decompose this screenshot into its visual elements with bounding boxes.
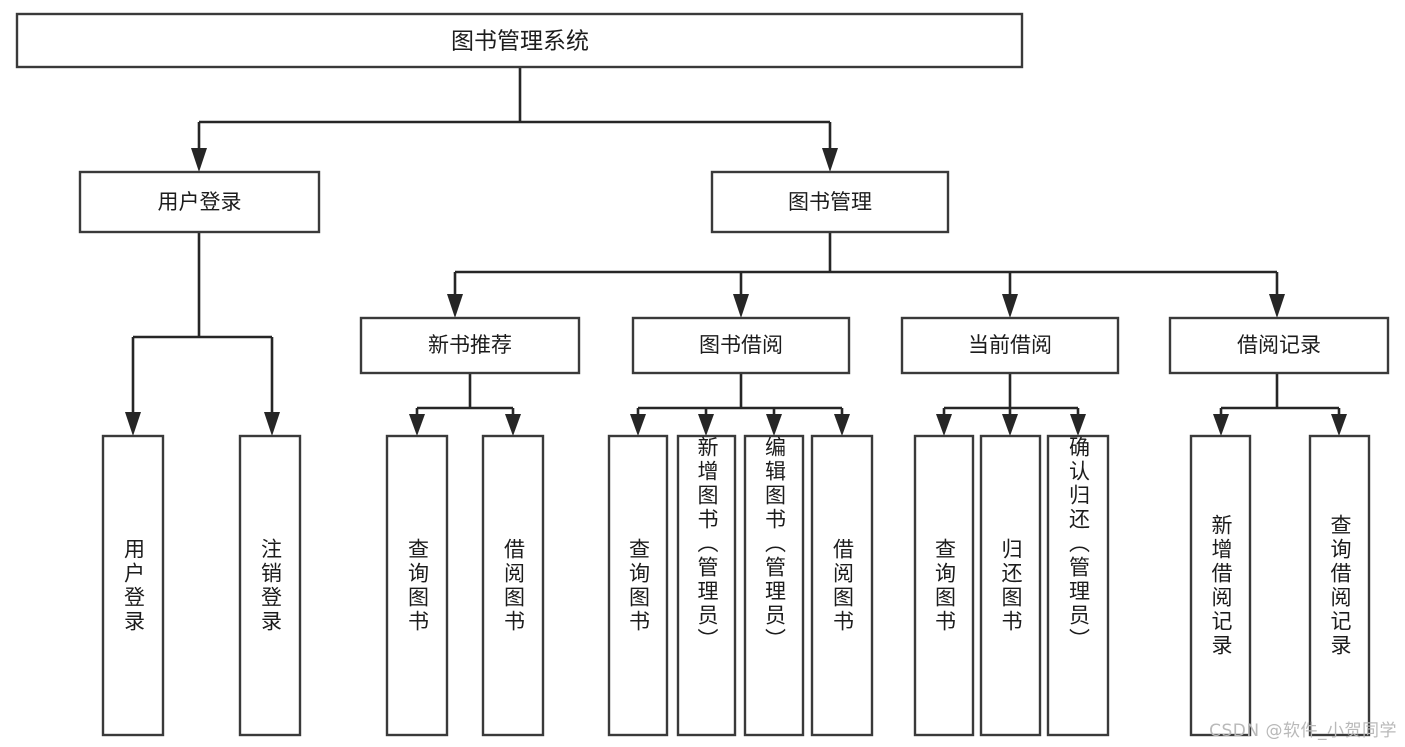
node-root[interactable]: 图书管理系统 (15, 12, 1024, 69)
leaf-box-br-add-record[interactable] (1189, 434, 1252, 737)
node-root-box[interactable] (15, 12, 1024, 69)
node-current-borrow[interactable]: 当前借阅 (900, 316, 1120, 375)
leaf-box-nbr-query-book[interactable] (385, 434, 449, 737)
edge-group-user-login (125, 232, 280, 436)
leaf-box-logout[interactable] (238, 434, 302, 737)
edge-group-new-book-rec (409, 373, 521, 436)
arrow-head-leaf-user-login (125, 412, 141, 436)
leaf-box-cb-query-book[interactable] (913, 434, 975, 737)
leaf-box-br-query-record[interactable] (1308, 434, 1371, 737)
node-book-management[interactable]: 图书管理 (710, 170, 950, 234)
leaf-box-cb-return-book[interactable] (979, 434, 1042, 737)
node-borrow-record[interactable]: 借阅记录 (1168, 316, 1390, 375)
arrow-head-book-borrow (733, 294, 749, 318)
leaf-box-cb-confirm-return[interactable] (1046, 434, 1110, 737)
leaf-box-nbr-borrow-book[interactable] (481, 434, 545, 737)
arrow-head-current-borrow (1002, 294, 1018, 318)
edge-group-current-borrow (936, 373, 1086, 436)
arrow-head-nbr-borrow-book (505, 414, 521, 436)
arrow-head-cb-confirm-return (1070, 414, 1086, 436)
watermark-text: CSDN @软件_小贺同学 (1209, 721, 1397, 741)
node-book-management-label: 图书管理 (788, 190, 872, 214)
leaf-box-bb-add-book[interactable] (676, 434, 737, 737)
arrow-head-br-query-record (1331, 414, 1347, 436)
arrow-head-br-add-record (1213, 414, 1229, 436)
node-borrow-record-label: 借阅记录 (1237, 333, 1321, 357)
leaf-box-bb-edit-book[interactable] (743, 434, 805, 737)
node-book-borrow-label: 图书借阅 (699, 333, 783, 357)
node-current-borrow-label: 当前借阅 (968, 333, 1052, 357)
leaf-box-bb-query-book[interactable] (607, 434, 669, 737)
node-new-book-recommend[interactable]: 新书推荐 (359, 316, 581, 375)
node-book-management-box[interactable] (710, 170, 950, 234)
edge-group-root (191, 67, 838, 172)
node-current-borrow-box[interactable] (900, 316, 1120, 375)
arrow-head-book-mgmt (822, 148, 838, 172)
edge-group-book-mgmt (447, 232, 1285, 318)
arrow-head-leaf-logout (264, 412, 280, 436)
arrow-head-cb-query-book (936, 414, 952, 436)
node-user-login-box[interactable] (78, 170, 321, 234)
leaf-box-user-login[interactable] (101, 434, 165, 737)
arrow-head-borrow-record (1269, 294, 1285, 318)
arrow-head-nbr-query-book (409, 414, 425, 436)
arrow-head-user-login (191, 148, 207, 172)
arrow-head-cb-return-book (1002, 414, 1018, 436)
arrow-head-bb-query-book (630, 414, 646, 436)
node-new-book-recommend-box[interactable] (359, 316, 581, 375)
leaf-box-bb-borrow-book[interactable] (810, 434, 874, 737)
edge-group-borrow-record (1213, 373, 1347, 436)
arrow-head-bb-add-book (698, 414, 714, 436)
node-user-login-label: 用户登录 (158, 190, 242, 214)
node-root-label: 图书管理系统 (451, 29, 589, 55)
node-new-book-recommend-label: 新书推荐 (428, 333, 512, 357)
node-borrow-record-box[interactable] (1168, 316, 1390, 375)
leaf-boxes (101, 434, 1371, 737)
node-book-borrow-box[interactable] (631, 316, 851, 375)
arrow-head-bb-borrow-book (834, 414, 850, 436)
arrow-head-new-book-rec (447, 294, 463, 318)
node-book-borrow[interactable]: 图书借阅 (631, 316, 851, 375)
node-user-login[interactable]: 用户登录 (78, 170, 321, 234)
arrow-head-bb-edit-book (766, 414, 782, 436)
edge-group-book-borrow (630, 373, 850, 436)
